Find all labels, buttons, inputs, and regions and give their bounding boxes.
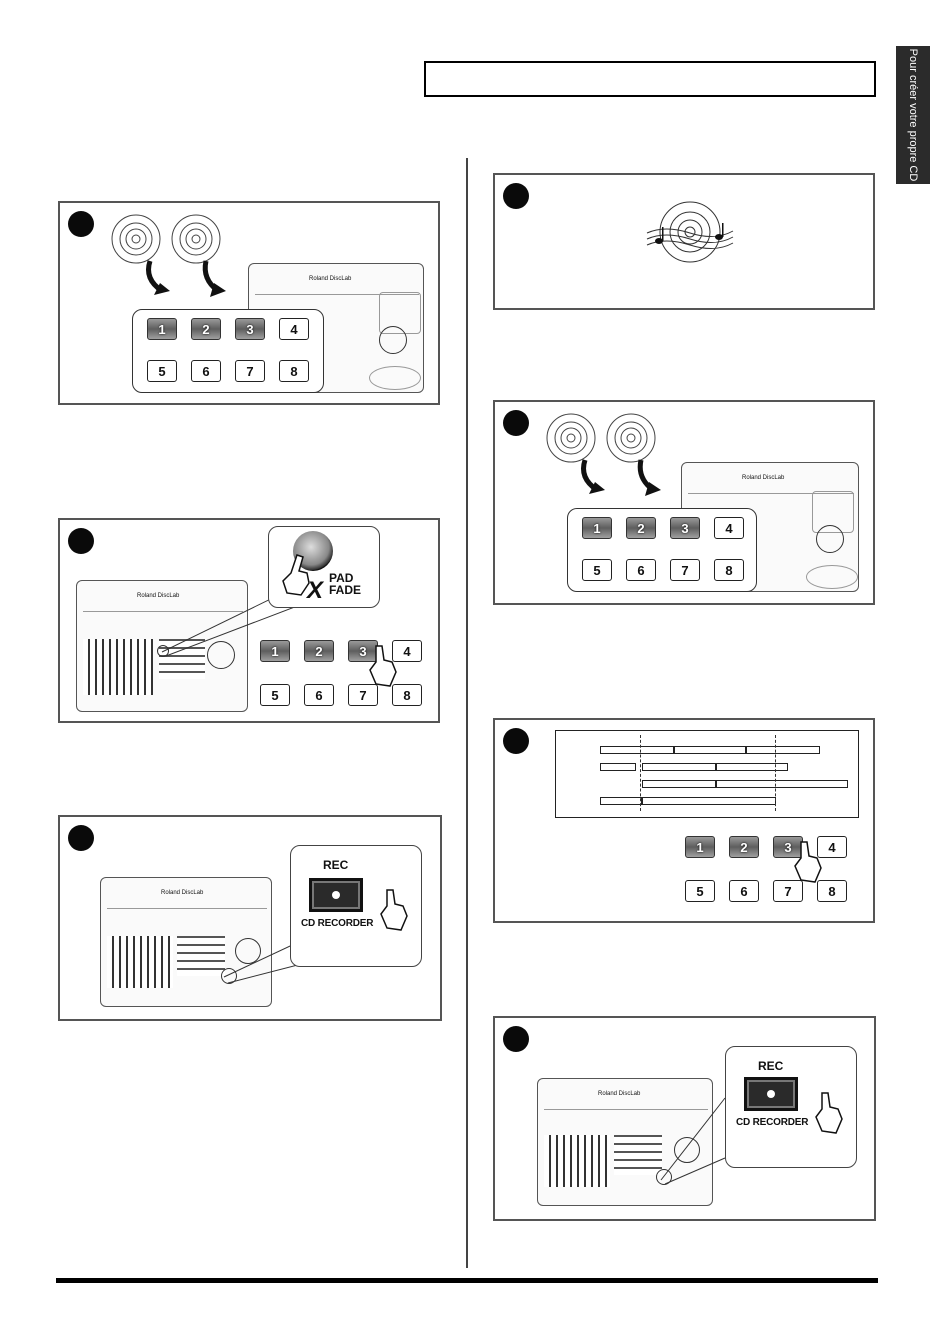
pointing-hand-icon — [379, 888, 413, 932]
track-timeline — [555, 730, 859, 818]
pad-8[interactable]: 8 — [279, 360, 309, 382]
curved-arrow-icon — [140, 255, 230, 305]
step-marker — [68, 825, 94, 851]
pad-3[interactable]: 3 — [670, 517, 700, 539]
pad-6[interactable]: 6 — [729, 880, 759, 902]
device-logo: Roland DiscLab — [742, 475, 784, 481]
rec-zoom-callout: REC CD RECORDER — [725, 1046, 857, 1168]
cd-recorder-label: CD RECORDER — [736, 1117, 808, 1128]
pad-5[interactable]: 5 — [260, 684, 290, 706]
bottom-rule — [56, 1278, 878, 1283]
pad-7[interactable]: 7 — [235, 360, 265, 382]
panel-step-rec-right: Roland DiscLab REC CD RECORDER — [493, 1016, 876, 1221]
section-title-box — [424, 61, 876, 97]
rec-zoom-callout: REC CD RECORDER — [290, 845, 422, 967]
device-logo: Roland DiscLab — [161, 890, 203, 896]
step-marker — [503, 1026, 529, 1052]
pad-6[interactable]: 6 — [304, 684, 334, 706]
pad-7[interactable]: 7 — [670, 559, 700, 581]
music-note-icon — [645, 197, 735, 267]
pad-2[interactable]: 2 — [626, 517, 656, 539]
pad-group: 1 2 3 4 5 6 7 8 — [132, 309, 324, 393]
pointing-hand-icon — [279, 553, 313, 597]
step-marker — [503, 183, 529, 209]
pad-1[interactable]: 1 — [685, 836, 715, 858]
pad-2[interactable]: 2 — [304, 640, 334, 662]
pad-5[interactable]: 5 — [685, 880, 715, 902]
pad-1[interactable]: 1 — [260, 640, 290, 662]
pad-4[interactable]: 4 — [714, 517, 744, 539]
pad-5[interactable]: 5 — [147, 360, 177, 382]
pad-8[interactable]: 8 — [714, 559, 744, 581]
panel-step-assign-left: Roland DiscLab 1 2 3 4 5 6 7 8 — [58, 201, 440, 405]
chapter-side-tab: Pour créer votre propre CD — [896, 46, 930, 184]
rec-label: REC — [758, 1059, 783, 1073]
panel-step-assign-right: Roland DiscLab 1 2 3 4 5 6 7 8 — [493, 400, 875, 605]
cd-recorder-label: CD RECORDER — [301, 918, 373, 929]
pad-2[interactable]: 2 — [191, 318, 221, 340]
device-logo: Roland DiscLab — [309, 276, 351, 282]
device-logo: Roland DiscLab — [598, 1091, 640, 1097]
pad-1[interactable]: 1 — [147, 318, 177, 340]
pad-3[interactable]: 3 — [235, 318, 265, 340]
step-marker — [503, 728, 529, 754]
pad-6[interactable]: 6 — [626, 559, 656, 581]
cd-recorder-rec-button[interactable] — [309, 878, 363, 912]
pad-group: 1 2 3 4 5 6 7 8 — [260, 638, 436, 716]
panel-step-play — [493, 173, 875, 310]
pad-group: 1 2 3 4 5 6 7 8 — [685, 834, 861, 914]
pad-group: 1 2 3 4 5 6 7 8 — [567, 508, 757, 592]
pad-5[interactable]: 5 — [582, 559, 612, 581]
step-marker — [68, 211, 94, 237]
pointing-hand-icon — [814, 1091, 848, 1135]
column-divider — [466, 158, 468, 1268]
panel-step-rec-left: Roland DiscLab REC CD RECORDER — [58, 815, 442, 1021]
pointing-hand-icon — [793, 840, 827, 884]
pad-2[interactable]: 2 — [729, 836, 759, 858]
panel-step-timeline: 1 2 3 4 5 6 7 8 — [493, 718, 875, 923]
pointing-hand-icon — [368, 644, 402, 688]
xfade-zoom-callout: PAD X FADE — [268, 526, 380, 608]
pad-1[interactable]: 1 — [582, 517, 612, 539]
step-marker — [503, 410, 529, 436]
rec-label: REC — [323, 858, 348, 872]
callout-line — [655, 1088, 735, 1188]
curved-arrow-icon — [575, 454, 665, 504]
pad-6[interactable]: 6 — [191, 360, 221, 382]
panel-step-xfade: Roland DiscLab PAD X FADE 1 2 3 4 5 6 7 … — [58, 518, 440, 723]
cd-recorder-rec-button[interactable] — [744, 1077, 798, 1111]
pad-4[interactable]: 4 — [279, 318, 309, 340]
chapter-side-tab-label: Pour créer votre propre CD — [907, 49, 919, 182]
xfade-fade-label: FADE — [329, 583, 361, 597]
step-marker — [68, 528, 94, 554]
